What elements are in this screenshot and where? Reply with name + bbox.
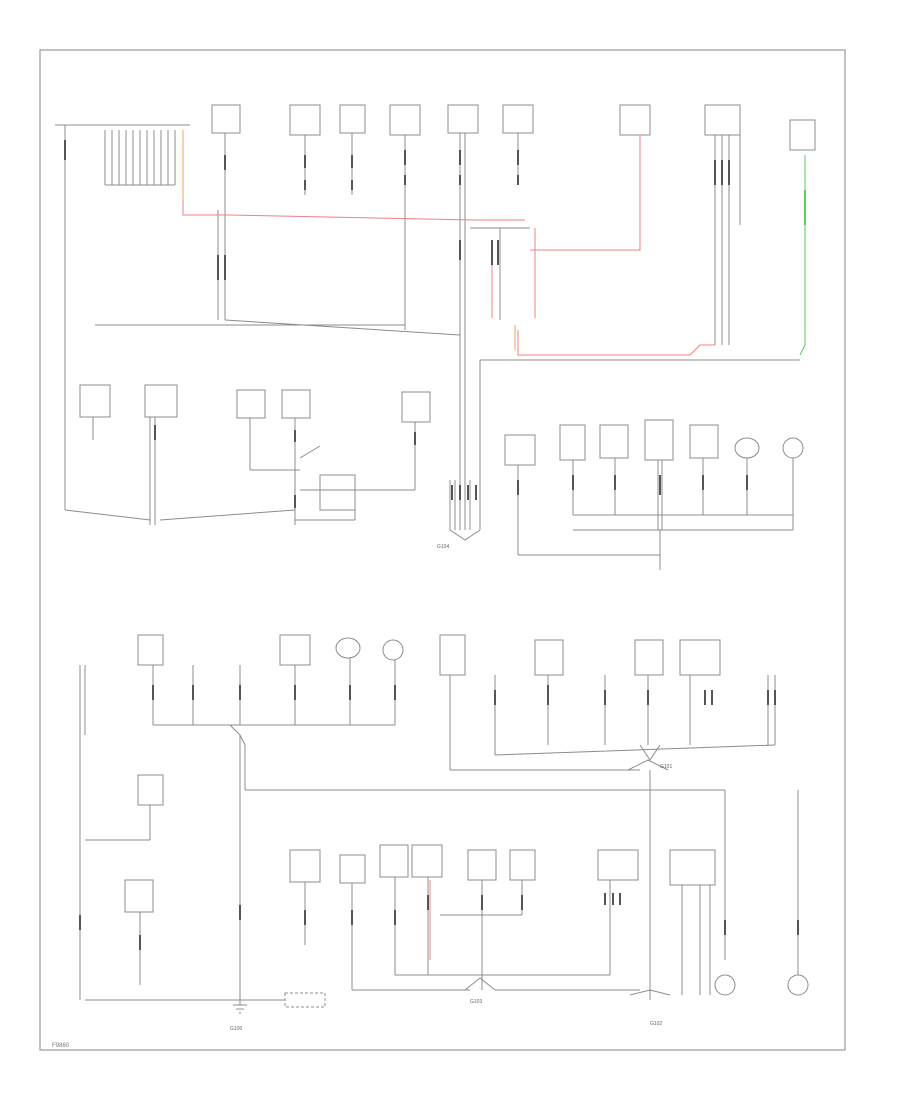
middle-left-section (64, 384, 481, 541)
component-box (634, 639, 664, 676)
component-box (439, 634, 466, 676)
ground-label-g101: G101 (660, 764, 672, 770)
component-box (704, 104, 741, 136)
component-box (789, 119, 816, 151)
pcm-connector-bank (55, 124, 190, 510)
bottom-section (79, 770, 809, 1014)
component-box (79, 384, 111, 418)
component-box (502, 104, 534, 134)
component-box (339, 104, 366, 134)
component-box (401, 391, 431, 423)
lamp (714, 974, 736, 996)
top-section (55, 104, 816, 510)
component-box (137, 634, 164, 666)
component-box (669, 849, 716, 886)
component-box (144, 384, 178, 418)
component-box (504, 434, 536, 466)
diagram-frame (39, 49, 846, 1051)
component-box (137, 774, 164, 806)
ground-label-g104: G104 (437, 544, 449, 550)
ground-label-g102: G102 (650, 1021, 662, 1027)
colored-wires (182, 135, 806, 356)
component-box (124, 879, 154, 913)
component-box (279, 634, 311, 666)
diagram-code: F9860 (52, 1043, 70, 1049)
lower-middle-section (79, 634, 776, 1005)
component-box (644, 419, 674, 461)
component-box (467, 849, 497, 881)
component-box (289, 104, 321, 136)
component-box (281, 389, 311, 419)
lamp (734, 437, 760, 459)
ground-label-g100: G100 (230, 1026, 242, 1032)
lamp (782, 437, 804, 459)
component-box (339, 854, 366, 884)
ground-label-g103: G103 (470, 999, 482, 1005)
component-box (447, 104, 479, 134)
lamp (382, 639, 404, 661)
component-box (559, 424, 586, 461)
component-box (211, 104, 241, 134)
component-box (534, 639, 564, 676)
component-box (236, 389, 266, 419)
middle-right-section (504, 419, 804, 570)
component-box (411, 844, 443, 878)
component-box (689, 424, 719, 459)
component-box (379, 844, 409, 878)
component-box (509, 849, 536, 881)
lamp (787, 974, 809, 996)
component-box (679, 639, 721, 676)
component-box (599, 424, 629, 459)
component-box (597, 849, 639, 881)
battery (284, 992, 326, 1008)
component-box (619, 104, 651, 136)
lamp (335, 637, 361, 659)
component-box (289, 849, 321, 883)
component-box (389, 104, 421, 136)
component-box (319, 474, 356, 511)
